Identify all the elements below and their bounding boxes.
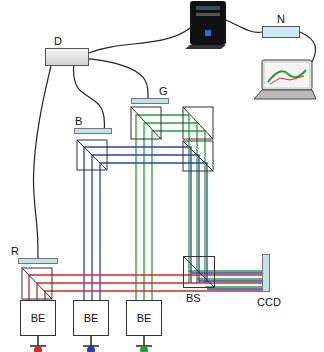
blue-beam [84, 147, 262, 300]
beam-expander: BE [126, 300, 162, 336]
laptop [254, 60, 316, 99]
part-label: BE [31, 312, 46, 324]
part-label: D [54, 35, 62, 47]
cable [74, 66, 105, 128]
part-label: G [159, 85, 168, 97]
computer-tower [185, 1, 226, 49]
spatial-light-modulator: R [18, 258, 58, 264]
beam-splitter: BS [183, 256, 215, 288]
part-label: BE [137, 312, 152, 324]
part-label: R [11, 245, 19, 257]
part-label: BE [84, 312, 99, 324]
blue-led [87, 346, 95, 352]
light-source [30, 336, 152, 346]
cable [89, 59, 148, 98]
spatial-light-modulator: B [74, 128, 112, 134]
beam-splitter-cube [22, 107, 215, 299]
part-label: BS [186, 292, 201, 304]
cable [89, 20, 316, 62]
beam-expander: BE [73, 300, 109, 336]
network-box: N [262, 26, 300, 38]
red-led [34, 346, 42, 352]
part-label: B [75, 115, 82, 127]
part-label: N [277, 13, 285, 25]
part-label: CCD [257, 296, 281, 308]
green-led [140, 346, 148, 352]
spatial-light-modulator: G [131, 98, 169, 104]
driver-box: D [45, 48, 89, 66]
beam-expander: BE [20, 300, 56, 336]
red-beam [29, 275, 262, 300]
cable [33, 66, 51, 258]
ccd-sensor: CCD [262, 254, 270, 292]
